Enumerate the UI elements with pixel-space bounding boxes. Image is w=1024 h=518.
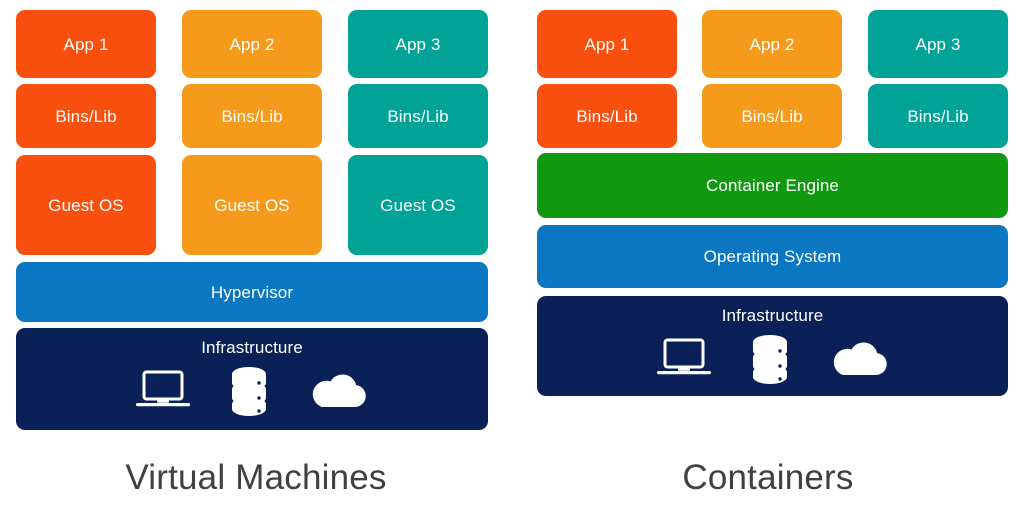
- vm-col3-app: App 3: [348, 10, 488, 78]
- ct-col1-app: App 1: [537, 10, 677, 78]
- laptop-icon: [136, 370, 190, 412]
- vm-col1-binslib: Bins/Lib: [16, 84, 156, 148]
- vm-infrastructure-label: Infrastructure: [201, 338, 303, 357]
- ct-col2-app: App 2: [702, 10, 842, 78]
- ct-infrastructure-label: Infrastructure: [721, 306, 824, 325]
- vm-col3-binslib: Bins/Lib: [348, 84, 488, 148]
- ct-col3-app: App 3: [868, 10, 1008, 78]
- vm-col2-app: App 2: [182, 10, 322, 78]
- cloud-icon: [308, 372, 368, 410]
- ct-col3-binslib: Bins/Lib: [868, 84, 1008, 148]
- ct-layer-container-engine: Container Engine: [537, 153, 1008, 218]
- laptop-icon: [656, 338, 711, 380]
- ct-layer-operating-system: Operating System: [537, 225, 1008, 288]
- database-icon: [228, 366, 270, 416]
- vm-col2-guest-os: Guest OS: [182, 155, 322, 255]
- vm-col1-app: App 1: [16, 10, 156, 78]
- panel-virtual-machines: App 1 App 2 App 3 Bins/Lib Bins/Lib Bins…: [16, 10, 488, 497]
- ct-col2-binslib: Bins/Lib: [702, 84, 842, 148]
- caption-virtual-machines: Virtual Machines: [125, 458, 387, 497]
- vm-col1-guest-os: Guest OS: [16, 155, 156, 255]
- vm-col3-guest-os: Guest OS: [348, 155, 488, 255]
- vm-layer-hypervisor: Hypervisor: [16, 262, 488, 322]
- database-icon: [749, 334, 791, 384]
- cloud-icon: [829, 340, 889, 378]
- ct-infrastructure-icons: [537, 334, 1008, 384]
- caption-containers: Containers: [682, 458, 854, 497]
- panel-containers: App 1 App 2 App 3 Bins/Lib Bins/Lib Bins…: [512, 0, 1024, 518]
- ct-col1-binslib: Bins/Lib: [537, 84, 677, 148]
- vm-infrastructure-icons: [16, 366, 488, 416]
- vm-col2-binslib: Bins/Lib: [182, 84, 322, 148]
